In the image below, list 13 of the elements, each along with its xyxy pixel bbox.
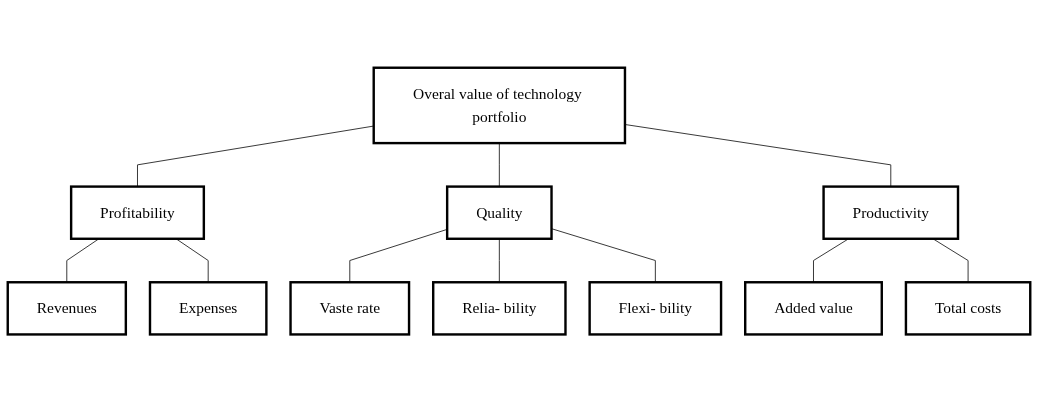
node-box: Quality bbox=[445, 185, 553, 241]
node-box: Vaste rate bbox=[289, 281, 411, 337]
node-box: Overal value of technology portfolio bbox=[372, 66, 627, 145]
node-box: Total costs bbox=[904, 281, 1032, 337]
node-box: Relia- bility bbox=[432, 281, 567, 337]
node-box: Revenues bbox=[6, 281, 128, 337]
node-box: Added value bbox=[744, 281, 883, 337]
connector bbox=[498, 143, 500, 188]
connector bbox=[624, 124, 892, 188]
node-box: Profitability bbox=[69, 185, 206, 241]
node-box: Expenses bbox=[148, 281, 268, 337]
node-box: Flexi- bility bbox=[588, 281, 723, 337]
node-box: Productivity bbox=[822, 185, 960, 241]
